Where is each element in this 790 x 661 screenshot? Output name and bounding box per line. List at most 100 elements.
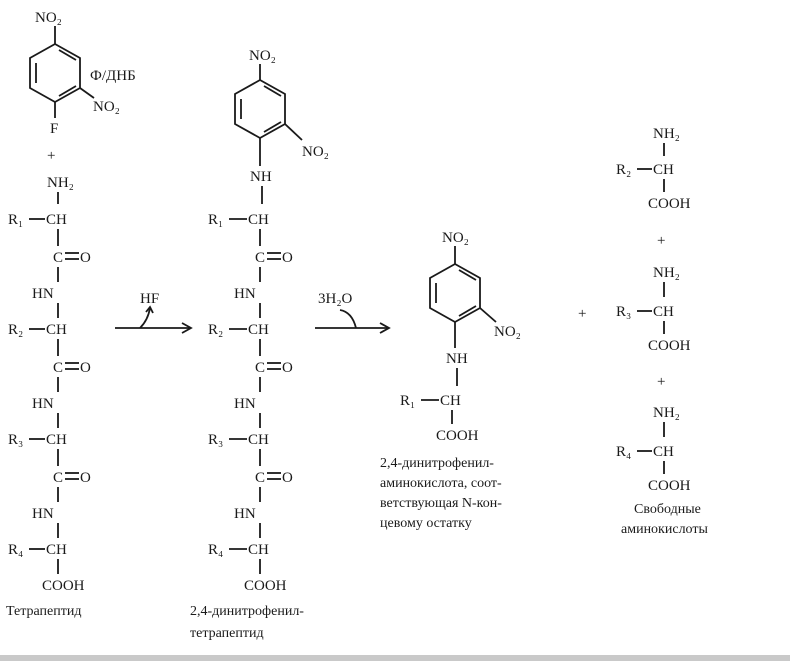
oxygen-label: O xyxy=(80,250,91,266)
reaction-arrow-1: HF xyxy=(115,291,193,334)
cooh-label: COOH xyxy=(244,578,287,594)
ch-label: CH xyxy=(248,322,269,338)
double-bond-line xyxy=(263,85,282,97)
carbonyl-carbon-label: C xyxy=(255,470,265,486)
double-bond-line xyxy=(263,121,282,133)
ch-label: CH xyxy=(653,444,674,460)
free-amino-acids: NH₂ R₂ CH COOH + NH₂ R₃ CH COOH + NH₂ R₄… xyxy=(616,126,691,494)
dnp-tetrapeptide-caption-line2: тетрапептид xyxy=(190,626,264,641)
r1-label: R₁ xyxy=(8,212,23,228)
no2-label: NO₂ xyxy=(35,10,62,26)
r3-label: R₃ xyxy=(616,304,631,320)
fdnb-name: Ф/ДНБ xyxy=(90,68,136,84)
r4-label: R₄ xyxy=(208,542,223,558)
fdnb-reagent: NO₂ NO₂ Ф/ДНБ F xyxy=(29,10,136,137)
double-bond-line xyxy=(458,269,477,281)
arrow-head-icon xyxy=(181,322,193,334)
no2-label: NO₂ xyxy=(302,144,329,160)
ch-label: CH xyxy=(440,393,461,409)
reaction-arrow-2: 3H₂O xyxy=(315,291,391,334)
dnp-tetrapeptide-caption-line1: 2,4-динитрофенил- xyxy=(190,604,304,619)
benzene-ring xyxy=(234,78,286,140)
ch-label: CH xyxy=(653,162,674,178)
double-bond-line xyxy=(458,305,477,317)
plus-sign: + xyxy=(657,374,665,390)
ch-label: CH xyxy=(46,542,67,558)
arrow-head-icon xyxy=(379,322,391,334)
r1-label: R₁ xyxy=(208,212,223,228)
benzene-ring xyxy=(429,262,481,324)
r4-label: R₄ xyxy=(8,542,23,558)
tetrapeptide-caption: Тетрапептид xyxy=(6,604,81,619)
nh-label: HN xyxy=(234,396,256,412)
no2-label: NO₂ xyxy=(494,324,521,340)
double-bond-line xyxy=(58,85,77,97)
carbonyl-carbon-label: C xyxy=(53,360,63,376)
r2-label: R₂ xyxy=(208,322,223,338)
product-caption-line2: аминокислота, соот- xyxy=(380,476,502,491)
product-caption-line3: ветствующая N-кон- xyxy=(380,496,502,511)
plus-sign: + xyxy=(47,148,55,164)
plus-sign: + xyxy=(657,233,665,249)
nh-label: HN xyxy=(32,286,54,302)
nh2-label: NH₂ xyxy=(47,175,74,191)
nh2-label: NH₂ xyxy=(653,405,680,421)
cooh-label: COOH xyxy=(648,196,691,212)
water-label: 3H₂O xyxy=(318,291,353,307)
product-caption-line4: цевому остатку xyxy=(380,516,472,531)
carbonyl-carbon-label: C xyxy=(53,470,63,486)
nh-label: HN xyxy=(32,396,54,412)
ch-label: CH xyxy=(248,432,269,448)
nh-label: HN xyxy=(32,506,54,522)
r1-label: R₁ xyxy=(400,393,415,409)
bond-line xyxy=(284,123,303,141)
r2-label: R₂ xyxy=(616,162,631,178)
release-arrow-icon xyxy=(145,305,154,314)
oxygen-label: O xyxy=(80,470,91,486)
dnp-amino-acid: NO₂ NO₂ NH R₁ CH COOH xyxy=(400,230,521,444)
nh2-label: NH₂ xyxy=(653,265,680,281)
oxygen-label: O xyxy=(282,360,293,376)
nh-label: HN xyxy=(234,506,256,522)
r2-label: R₂ xyxy=(8,322,23,338)
tetrapeptide: NH₂ R₁ CH C O HN R₂ CH C O HN R₃ CH C O … xyxy=(8,175,91,594)
carbonyl-carbon-label: C xyxy=(53,250,63,266)
r4-label: R₄ xyxy=(616,444,631,460)
oxygen-label: O xyxy=(80,360,91,376)
bottom-edge-bar xyxy=(0,655,790,661)
ch-label: CH xyxy=(248,212,269,228)
cooh-label: COOH xyxy=(648,338,691,354)
free-amino-acids-caption-line1: Свободные xyxy=(634,502,701,517)
nh-label: HN xyxy=(234,286,256,302)
ch-label: CH xyxy=(46,432,67,448)
nh-label: NH xyxy=(250,169,272,185)
bond-line xyxy=(79,87,95,99)
dnp-tetrapeptide: NO₂ NO₂ NH R₁ CH C O HN R₂ CH C O HN R₃ xyxy=(208,48,329,594)
no2-label: NO₂ xyxy=(249,48,276,64)
hf-label: HF xyxy=(140,291,159,307)
plus-sign: + xyxy=(578,306,586,322)
ch-label: CH xyxy=(46,322,67,338)
bond-line xyxy=(479,307,497,323)
no2-label: NO₂ xyxy=(442,230,469,246)
water-entry-curve xyxy=(339,309,357,329)
carbonyl-carbon-label: C xyxy=(255,360,265,376)
r3-label: R₃ xyxy=(208,432,223,448)
nh2-label: NH₂ xyxy=(653,126,680,142)
nh-label: NH xyxy=(446,351,468,367)
ch-label: CH xyxy=(653,304,674,320)
oxygen-label: O xyxy=(282,250,293,266)
ch-label: CH xyxy=(248,542,269,558)
benzene-ring xyxy=(29,42,81,104)
ch-label: CH xyxy=(46,212,67,228)
no2-label: NO₂ xyxy=(93,99,120,115)
r3-label: R₃ xyxy=(8,432,23,448)
oxygen-label: O xyxy=(282,470,293,486)
cooh-label: COOH xyxy=(42,578,85,594)
free-amino-acids-caption-line2: аминокислоты xyxy=(621,522,708,537)
release-curve xyxy=(139,307,151,329)
cooh-label: COOH xyxy=(436,428,479,444)
fluorine-label: F xyxy=(50,121,58,137)
double-bond-line xyxy=(58,49,77,61)
